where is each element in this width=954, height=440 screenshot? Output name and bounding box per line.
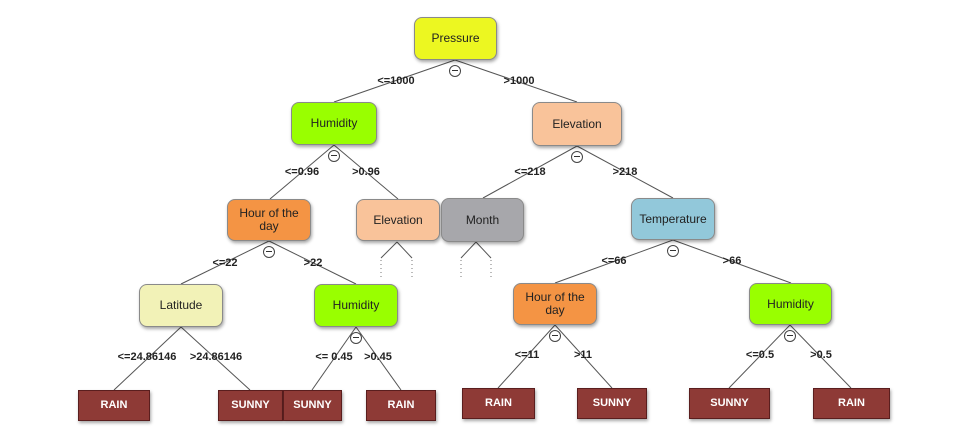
edge-hour-right	[268, 240, 357, 285]
edge-latitude-right	[180, 326, 251, 391]
edge-label-latitude-le: <=24.86146	[117, 351, 177, 363]
edge-humidity-left	[269, 144, 335, 200]
edge-label-humidity-le: <=0.96	[284, 166, 320, 178]
edge-humidity-right	[333, 144, 399, 200]
collapse-temperature-icon[interactable]	[667, 245, 679, 257]
leaf-sunny-2[interactable]: SUNNY	[218, 390, 283, 421]
edge-label-hour-right-le: <=11	[514, 349, 540, 361]
node-humidity-mid[interactable]: Humidity	[314, 284, 398, 327]
collapse-hour-right-icon[interactable]	[549, 330, 561, 342]
edge-humidity-mid-left	[311, 326, 357, 391]
edge-humidity-right-right	[789, 324, 852, 389]
edge-label-humidity-right-le: <=0.5	[745, 349, 775, 361]
edge-label-pressure-gt: >1000	[503, 75, 535, 87]
node-hour-of-day-right[interactable]: Hour of the day	[513, 283, 597, 325]
edge-label-hour-le: <=22	[212, 257, 238, 269]
edge-hour-left	[180, 240, 270, 285]
collapse-humidity-right-icon[interactable]	[784, 330, 796, 342]
edge-humidity-right-left	[728, 324, 791, 389]
collapse-elevation-right-icon[interactable]	[571, 151, 583, 163]
edge-label-humidity-mid-gt: >0.45	[364, 351, 392, 363]
collapse-hour-left-icon[interactable]	[263, 246, 275, 258]
edge-label-latitude-gt: >24.86146	[189, 351, 243, 363]
edge-label-temperature-le: <=66	[601, 255, 627, 267]
edge-label-humidity-right-gt: >0.5	[810, 349, 832, 361]
edge-temperature-left	[554, 239, 674, 284]
leaf-sunny-7[interactable]: SUNNY	[689, 388, 770, 419]
edge-label-elevation-gt: >218	[612, 166, 638, 178]
edge-elevation-left	[482, 145, 578, 199]
node-elevation-mid[interactable]: Elevation	[356, 199, 440, 241]
edge-elevation-right	[576, 145, 674, 199]
edge-pressure-left	[333, 59, 456, 103]
edge-humidity-mid-right	[355, 326, 402, 391]
leaf-rain-4[interactable]: RAIN	[366, 390, 436, 421]
edge-latitude-left	[113, 326, 182, 391]
stub-elevation-right	[396, 241, 413, 259]
node-month[interactable]: Month	[441, 198, 524, 242]
node-temperature[interactable]: Temperature	[631, 198, 715, 240]
edge-label-temperature-gt: >66	[722, 255, 742, 267]
edge-hour-right-left	[497, 324, 556, 389]
collapse-humidity-left-icon[interactable]	[328, 150, 340, 162]
leaf-rain-5[interactable]: RAIN	[462, 388, 535, 419]
edge-label-hour-right-gt: >11	[573, 349, 593, 361]
collapse-pressure-icon[interactable]	[449, 65, 461, 77]
leaf-sunny-3[interactable]: SUNNY	[283, 390, 342, 421]
edge-label-humidity-mid-le: <= 0.45	[315, 351, 353, 363]
stub-month-right	[475, 241, 492, 259]
stub-elevation-left	[380, 241, 398, 259]
node-pressure[interactable]: Pressure	[414, 17, 497, 60]
leaf-rain-8[interactable]: RAIN	[813, 388, 890, 419]
node-latitude[interactable]: Latitude	[139, 284, 223, 327]
leaf-sunny-6[interactable]: SUNNY	[577, 388, 647, 419]
collapse-humidity-mid-icon[interactable]	[350, 332, 362, 344]
edge-label-elevation-le: <=218	[514, 166, 546, 178]
edge-pressure-right	[454, 59, 578, 103]
node-elevation-right[interactable]: Elevation	[532, 102, 622, 146]
edge-temperature-right	[672, 239, 792, 284]
node-humidity-left[interactable]: Humidity	[291, 102, 377, 145]
node-hour-of-day-left[interactable]: Hour of the day	[227, 199, 311, 241]
leaf-rain-1[interactable]: RAIN	[78, 390, 150, 421]
edge-hour-right-right	[554, 324, 613, 389]
edge-label-humidity-gt: >0.96	[352, 166, 380, 178]
edge-label-hour-gt: >22	[303, 257, 323, 269]
node-humidity-right[interactable]: Humidity	[749, 283, 832, 325]
stub-month-left	[460, 241, 477, 259]
edge-label-pressure-le: <=1000	[377, 75, 415, 87]
